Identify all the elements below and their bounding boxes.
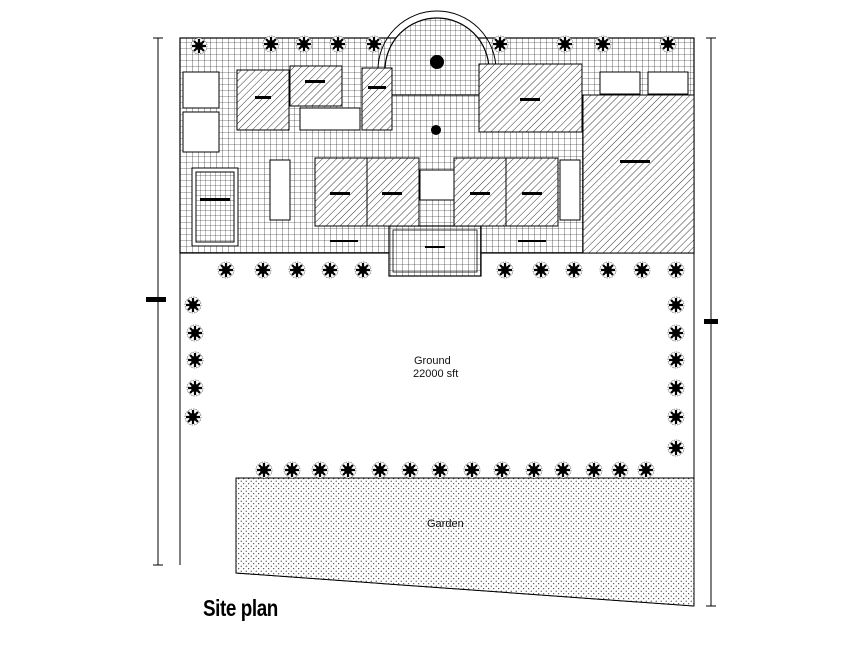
dimension-left [146, 37, 166, 566]
garden-label: Garden [427, 518, 464, 530]
dimension-tick-icon [704, 319, 718, 324]
rooms [182, 63, 695, 254]
dimension-right [704, 37, 718, 607]
ground-label: Ground [414, 355, 451, 367]
plan-title: Site plan [203, 595, 278, 621]
garden-area [235, 477, 695, 607]
tree-row-garden [254, 460, 656, 480]
room-tags [200, 55, 650, 248]
ground-area-label: 22000 sft [413, 368, 459, 380]
dimension-tick-icon [146, 297, 166, 302]
tree-column-left [183, 295, 205, 427]
tree-column-right [666, 295, 686, 458]
